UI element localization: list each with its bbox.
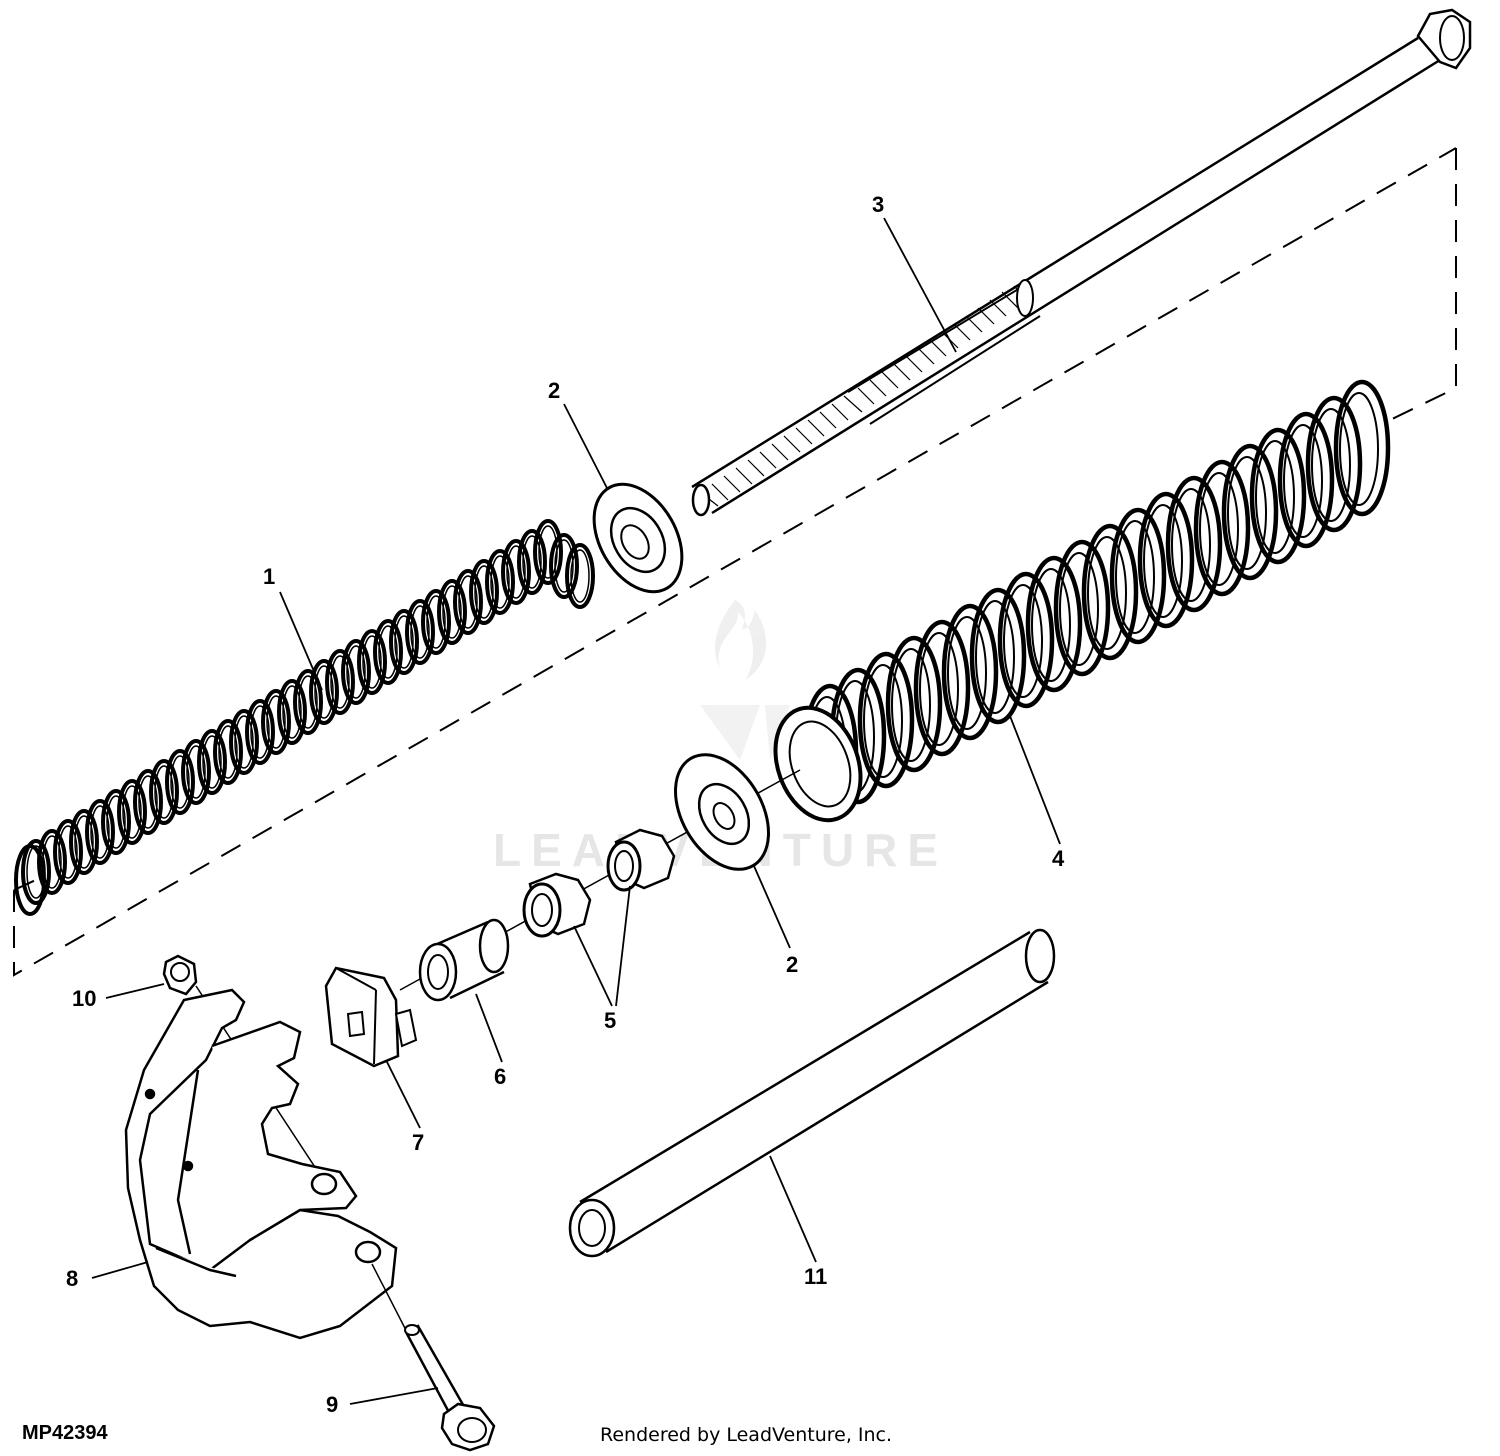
callout-3: 3 (872, 192, 884, 217)
part-3-threaded-rod (691, 8, 1472, 517)
part-1-spring-small (14, 519, 595, 916)
part-6-spacer (418, 918, 510, 1002)
part-9-bolt (371, 1263, 496, 1452)
part-5-nut-upper (606, 828, 676, 892)
render-credit: Rendered by LeadVenture, Inc. (600, 1424, 893, 1446)
callout-11: 11 (804, 1264, 827, 1289)
part-2-washer-upper (592, 482, 684, 594)
callout-10: 10 (72, 986, 96, 1011)
part-2-washer-lower (674, 753, 770, 871)
leader-lines (91, 217, 1061, 1405)
callout-7: 7 (412, 1130, 424, 1155)
part-8-bracket (124, 988, 398, 1340)
part-5-nut-lower (522, 872, 592, 938)
callout-4: 4 (1052, 846, 1065, 871)
callout-6: 6 (494, 1064, 506, 1089)
callout-1: 1 (263, 564, 275, 589)
figure-id: MP42394 (22, 1422, 108, 1444)
callout-8: 8 (66, 1266, 78, 1291)
callout-9: 9 (326, 1392, 338, 1417)
watermark-logo (700, 600, 790, 760)
part-4-spring-large (773, 382, 1388, 823)
callout-2-upper: 2 (548, 378, 560, 403)
part-11-tube (568, 928, 1056, 1258)
callout-5: 5 (604, 1008, 616, 1033)
part-7-block (324, 966, 418, 1068)
callout-2-lower: 2 (786, 952, 798, 977)
